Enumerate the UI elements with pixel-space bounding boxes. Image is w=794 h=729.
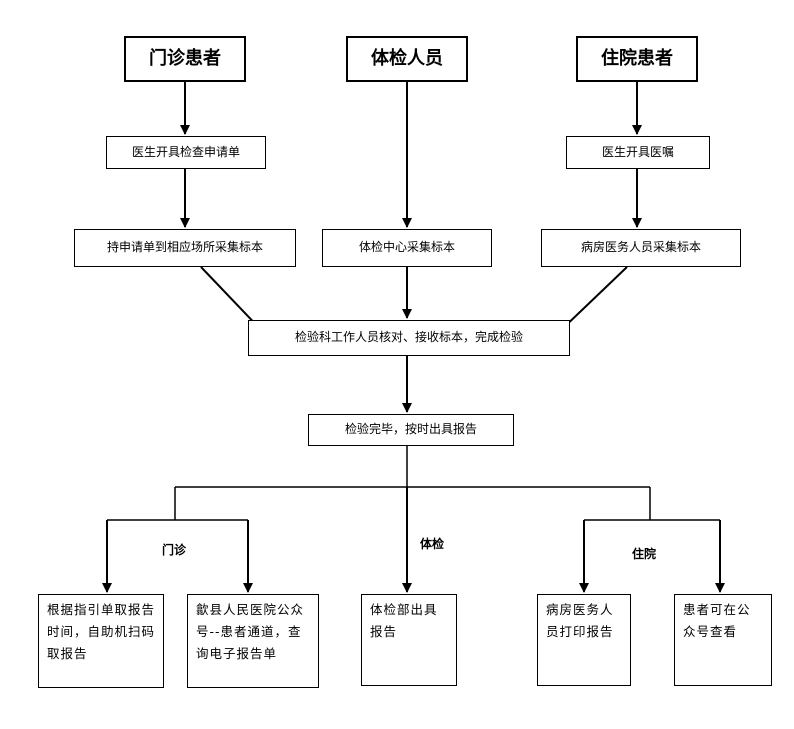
branch-label-outpatient: 门诊 xyxy=(162,543,187,557)
ward-print-label: 病房医务人员打印报告 xyxy=(546,602,614,639)
checkup-dept-box: 体检部出具报告 xyxy=(361,594,457,686)
inpatient-collect-label: 病房医务人员采集标本 xyxy=(580,240,701,255)
doctor-request-label: 医生开具检查申请单 xyxy=(131,144,240,159)
inpatient-patients-label: 住院患者 xyxy=(601,48,673,70)
doctor-request-box: 医生开具检查申请单 xyxy=(106,136,266,169)
branch-label-checkup: 体检 xyxy=(420,537,445,551)
inpatient-patients-box: 住院患者 xyxy=(576,36,698,82)
lab-report-label: 检验完毕，按时出具报告 xyxy=(344,422,477,437)
outpatient-patients-box: 门诊患者 xyxy=(124,36,246,82)
patient-view-label: 患者可在公众号查看 xyxy=(683,602,751,639)
self-service-box: 根据指引单取报告时间，自助机扫码取报告 xyxy=(38,594,164,688)
lab-report-box: 检验完毕，按时出具报告 xyxy=(308,414,514,446)
ward-print-box: 病房医务人员打印报告 xyxy=(537,594,631,686)
checkup-collect-label: 体检中心采集标本 xyxy=(358,240,455,255)
outpatient-collect-label: 持申请单到相应场所采集标本 xyxy=(106,240,263,255)
checkup-dept-label: 体检部出具报告 xyxy=(370,602,438,639)
checkup-collect-box: 体检中心采集标本 xyxy=(322,229,492,267)
checkup-people-box: 体检人员 xyxy=(346,36,468,82)
checkup-people-label: 体检人员 xyxy=(371,48,443,70)
self-service-label: 根据指引单取报告时间，自助机扫码取报告 xyxy=(47,602,156,661)
branch-label-inpatient: 住院 xyxy=(632,547,657,561)
inpatient-collect-box: 病房医务人员采集标本 xyxy=(541,229,741,267)
outpatient-patients-label: 门诊患者 xyxy=(149,48,221,70)
wechat-label: 歙县人民医院公众号--患者通道，查询电子报告单 xyxy=(196,602,305,661)
outpatient-collect-box: 持申请单到相应场所采集标本 xyxy=(74,229,296,267)
lab-process-box: 检验科工作人员核对、接收标本，完成检验 xyxy=(248,320,570,356)
patient-view-box: 患者可在公众号查看 xyxy=(674,594,772,686)
wechat-box: 歙县人民医院公众号--患者通道，查询电子报告单 xyxy=(187,594,319,688)
lab-process-label: 检验科工作人员核对、接收标本，完成检验 xyxy=(294,330,523,345)
doctor-order-box: 医生开具医嘱 xyxy=(566,136,710,169)
doctor-order-label: 医生开具医嘱 xyxy=(601,144,674,159)
